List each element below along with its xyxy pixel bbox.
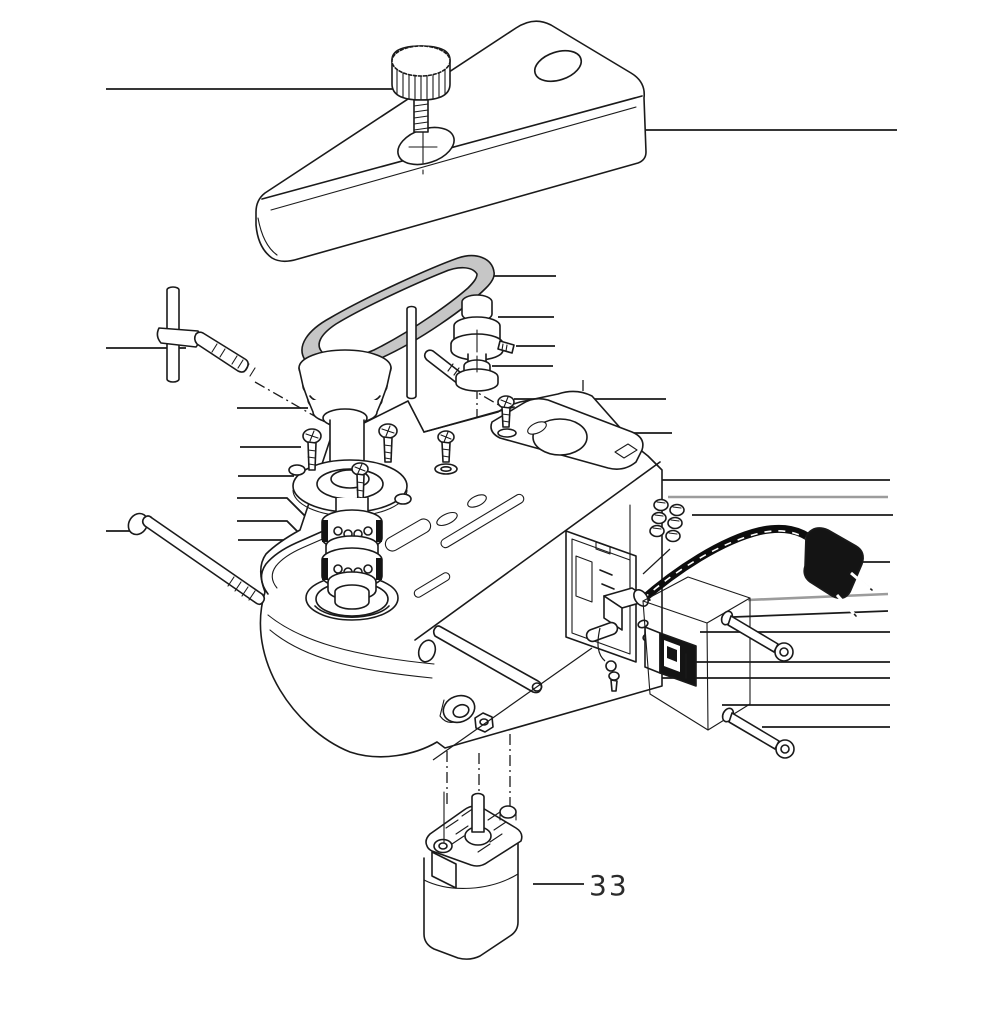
- part-33-label: 33: [589, 869, 629, 902]
- recess-rect: [575, 555, 593, 603]
- t-handle-wrench: [156, 286, 256, 383]
- motor-brush-cap: [499, 805, 517, 821]
- front-oval-hole: [417, 639, 437, 663]
- wire-eyelet: [605, 660, 617, 672]
- belt-cover: [255, 20, 647, 263]
- ground-screw: [608, 671, 620, 692]
- leader-strain-relief-gray: [747, 592, 889, 602]
- bearing-flange: [288, 459, 412, 517]
- bolt-threads: [227, 576, 256, 601]
- bearing-stack: [321, 497, 383, 610]
- hex-nut-hole: [479, 718, 489, 726]
- switch-face-plate: [644, 626, 661, 674]
- power-cord: [637, 524, 873, 617]
- screw: [302, 428, 322, 471]
- flange-ear-left: [288, 464, 306, 476]
- wire-short-lead: [642, 548, 671, 575]
- recess-pill-2: [599, 569, 613, 576]
- head-casting: [259, 390, 663, 758]
- thumb-screw: [391, 45, 451, 133]
- motor-shaft: [471, 792, 485, 833]
- set-screw: [497, 340, 515, 354]
- rocker-switch: [644, 626, 697, 687]
- switch-box: [642, 576, 751, 731]
- deck-screw-right: [497, 395, 517, 438]
- leader-box-bolt-upper: [732, 610, 889, 618]
- knob-ribs: [396, 69, 446, 101]
- cord-highlight: [642, 530, 813, 600]
- flange-ear-right: [394, 493, 412, 505]
- casting-front-right-edge: [414, 461, 661, 641]
- cover-hole-small: [533, 49, 583, 83]
- wire-lead: [597, 627, 606, 662]
- recess-pill-3: [601, 583, 615, 590]
- wrench-threads: [231, 355, 256, 377]
- box-bolt-upper: [720, 610, 794, 662]
- belt-cover-corner: [257, 217, 278, 256]
- roll-pin: [432, 625, 543, 694]
- power-plug: [803, 527, 873, 617]
- motor-seam: [423, 873, 519, 889]
- part-33-callout: 33: [533, 869, 629, 902]
- screw: [378, 423, 398, 463]
- front-boss: [439, 694, 476, 724]
- wire-connectors: [649, 498, 685, 543]
- motor-mount-hole: [532, 418, 588, 456]
- box-bolt-lower: [721, 707, 795, 759]
- recess-pill-1: [595, 541, 611, 555]
- knob-knurl-top: [391, 45, 451, 77]
- recess-inner: [571, 538, 631, 655]
- mount-notch: [614, 443, 638, 459]
- spindle-boot-shadow: [314, 605, 390, 618]
- long-bolt: [127, 512, 266, 606]
- handle-sleeve: [156, 327, 201, 348]
- pulley-bushing: [455, 353, 499, 392]
- bell-seam-2: [269, 629, 433, 679]
- motor-pulley-assembly: [450, 294, 515, 392]
- deck-screw-left: [434, 430, 458, 475]
- bell-seam-1: [267, 614, 435, 665]
- deck-back-left-edge: [407, 400, 425, 433]
- spindle-nose: [334, 584, 370, 610]
- motor-terminal: [431, 791, 457, 889]
- ring-terminal-1: [637, 619, 649, 629]
- washer: [497, 428, 517, 438]
- clamp-saddle: [585, 621, 619, 643]
- wrench-shaft: [193, 331, 249, 373]
- deck-back-edge: [423, 406, 515, 433]
- cover-support-rod: [406, 305, 417, 400]
- recess-outer: [565, 530, 637, 663]
- motor: [423, 791, 523, 960]
- deck-slots: [384, 421, 547, 598]
- switch-recess: [565, 530, 637, 663]
- wire-long-lead: [432, 647, 593, 761]
- stud-threads: [413, 103, 429, 131]
- washer-hole: [440, 465, 452, 472]
- belt-cover-chamfer: [270, 106, 637, 211]
